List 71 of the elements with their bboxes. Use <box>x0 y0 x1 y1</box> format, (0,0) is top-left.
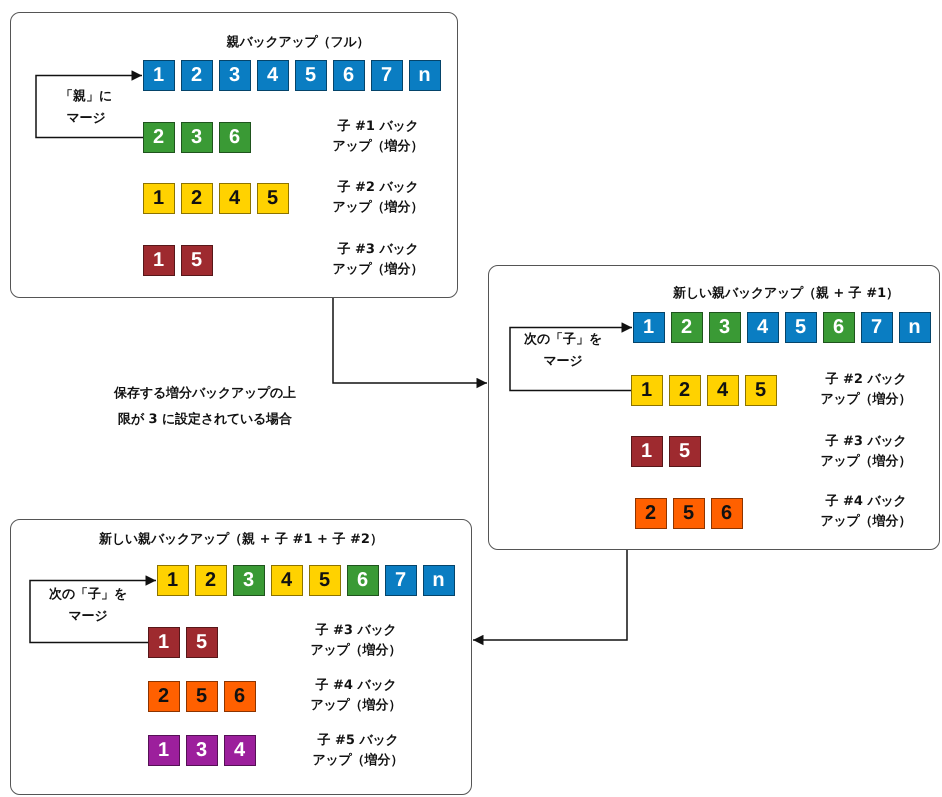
data-block: 6 <box>224 680 256 712</box>
arrow <box>473 550 628 646</box>
arrow <box>35 70 143 138</box>
backup-label: 子 #2 バックアップ（増分） <box>332 179 424 217</box>
data-block: 2 <box>142 122 174 152</box>
data-block: 4 <box>224 734 256 766</box>
data-block: 5 <box>668 436 700 466</box>
data-block: 1 <box>156 564 188 596</box>
data-block: 6 <box>822 312 854 342</box>
arrow <box>509 322 632 392</box>
data-block: 1 <box>142 60 174 90</box>
data-block: 1 <box>148 626 180 658</box>
data-block: 5 <box>744 374 776 406</box>
backup-label: 子 #2 バックアップ（増分） <box>820 371 912 409</box>
data-block: 1 <box>142 182 174 214</box>
panel-title: 新しい親バックアップ（親 + 子 #1 + 子 #2） <box>99 530 383 548</box>
data-block: 4 <box>746 312 778 342</box>
data-block: 7 <box>384 564 416 596</box>
panel-title: 新しい親バックアップ（親 + 子 #1） <box>672 284 900 302</box>
data-block: 1 <box>148 734 180 766</box>
data-block: 4 <box>270 564 302 596</box>
backup-label: 子 #3 バックアップ（増分） <box>820 433 912 471</box>
data-block: 6 <box>218 122 250 152</box>
data-block: 2 <box>668 374 700 406</box>
backup-panel <box>488 265 940 550</box>
data-block: 2 <box>634 498 666 528</box>
backup-label: 子 #3 バックアップ（増分） <box>332 241 424 279</box>
backup-panel <box>10 12 458 298</box>
data-block: 6 <box>710 498 742 528</box>
data-block: 3 <box>708 312 740 342</box>
data-block: 5 <box>308 564 340 596</box>
data-block: 2 <box>670 312 702 342</box>
data-block: 7 <box>370 60 402 90</box>
data-block: 4 <box>256 60 288 90</box>
data-block: 5 <box>186 626 218 658</box>
data-block: 5 <box>186 680 218 712</box>
data-block: n <box>898 312 930 342</box>
data-block: 2 <box>180 182 212 214</box>
data-block: 2 <box>180 60 212 90</box>
backup-label: 子 #1 バックアップ（増分） <box>332 118 424 156</box>
data-block: 5 <box>256 182 288 214</box>
backup-label: 子 #5 バックアップ（増分） <box>312 732 404 770</box>
data-block: 2 <box>148 680 180 712</box>
data-block: 5 <box>294 60 326 90</box>
data-block: 6 <box>332 60 364 90</box>
data-block: 4 <box>218 182 250 214</box>
backup-label: 子 #4 バックアップ（増分） <box>820 493 912 531</box>
data-block: 3 <box>232 564 264 596</box>
note-text: 保存する増分バックアップの上限が 3 に設定されている場合 <box>112 384 297 429</box>
backup-label: 子 #4 バックアップ（増分） <box>310 677 402 715</box>
data-block: 1 <box>142 244 174 276</box>
data-block: 3 <box>186 734 218 766</box>
data-block: 3 <box>180 122 212 152</box>
backup-label: 子 #3 バックアップ（増分） <box>310 622 402 660</box>
data-block: 4 <box>706 374 738 406</box>
data-block: 6 <box>346 564 378 596</box>
data-block: 2 <box>194 564 226 596</box>
arrow <box>29 575 156 644</box>
panel-title: 親バックアップ（フル） <box>226 34 370 51</box>
data-block: 5 <box>784 312 816 342</box>
arrow <box>332 298 487 388</box>
data-block: 1 <box>630 374 662 406</box>
data-block: 5 <box>180 244 212 276</box>
data-block: 1 <box>630 436 662 466</box>
data-block: n <box>422 564 454 596</box>
backup-panel <box>10 519 472 795</box>
data-block: 5 <box>672 498 704 528</box>
data-block: 3 <box>218 60 250 90</box>
data-block: n <box>408 60 440 90</box>
data-block: 7 <box>860 312 892 342</box>
data-block: 1 <box>632 312 664 342</box>
